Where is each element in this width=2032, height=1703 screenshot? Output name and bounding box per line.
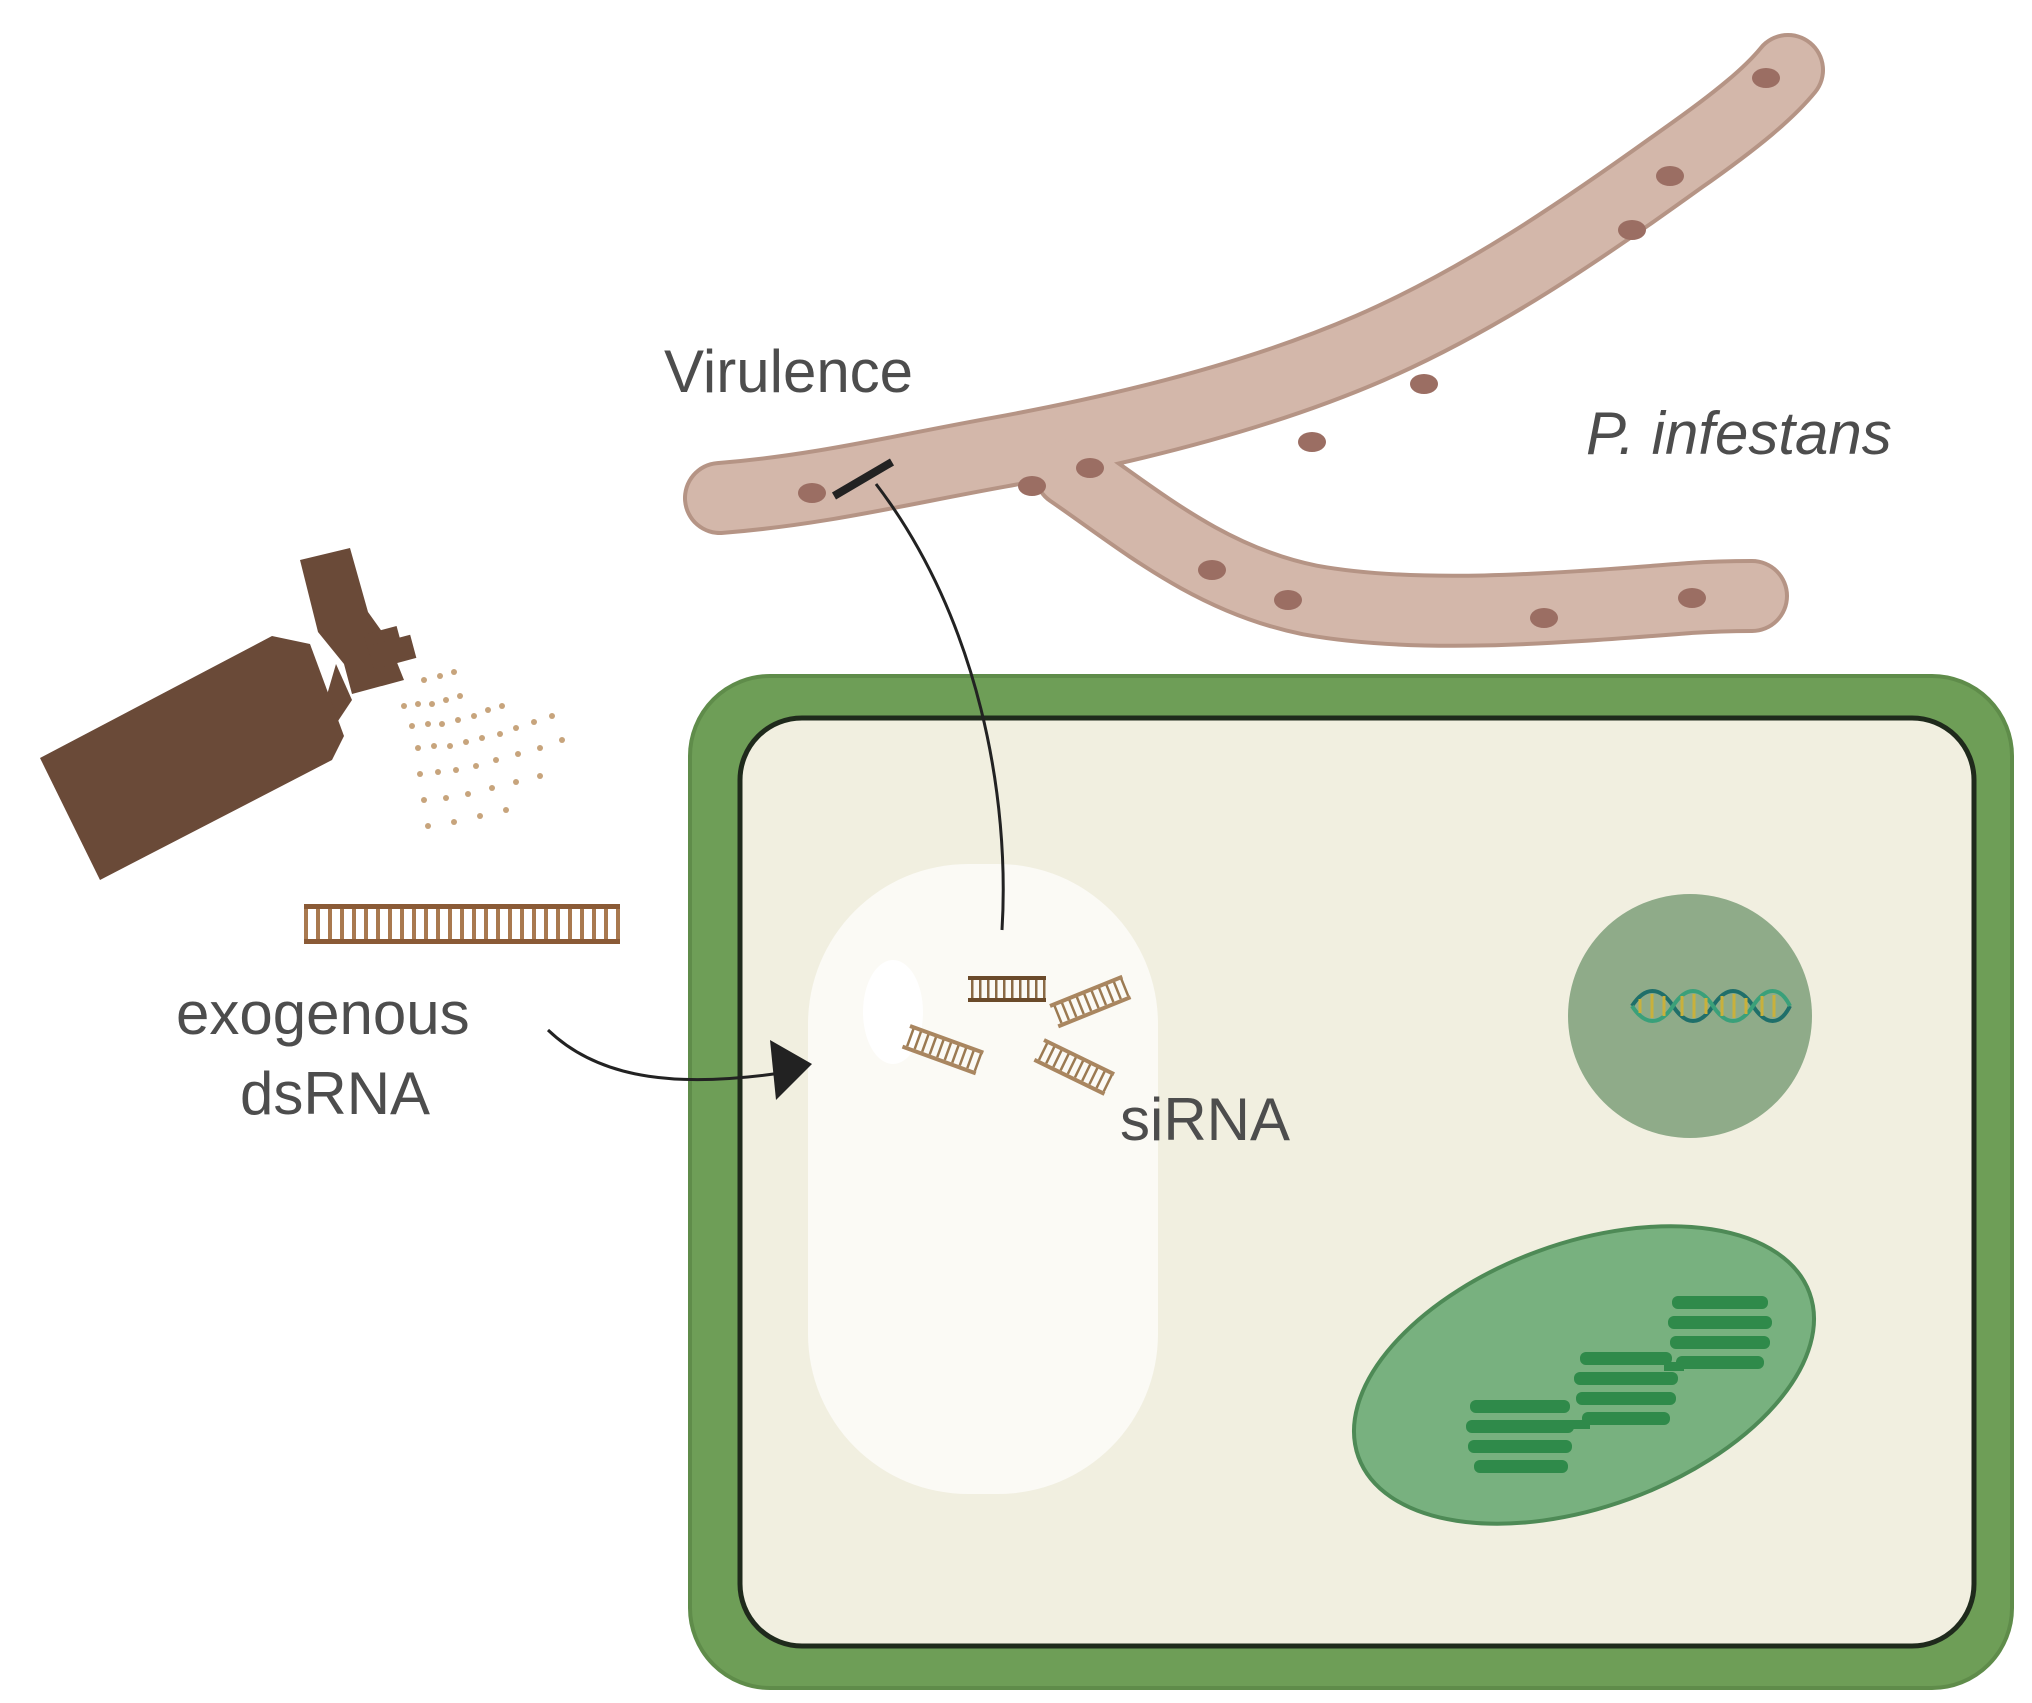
spray-bottle-icon <box>40 548 417 880</box>
inhibition-line <box>874 483 1005 931</box>
plant-cell <box>688 674 2014 1690</box>
inhibition-bar <box>831 458 895 500</box>
nucleus <box>1568 894 1812 1138</box>
p-infestans-hyphae <box>683 33 1825 648</box>
dna-helix-icon <box>1630 989 1792 1023</box>
dsrna-label-line2: dsRNA <box>240 1060 430 1127</box>
uptake-arrowhead-icon <box>770 1040 812 1100</box>
chloroplast <box>1351 1224 1817 1526</box>
hyphal-nuclei <box>798 68 1780 628</box>
spray-droplets <box>401 669 565 829</box>
sirna-label: siRNA <box>1120 1086 1290 1153</box>
thylakoid-stacks <box>1466 1296 1772 1473</box>
uptake-arrow <box>546 1028 801 1082</box>
sirna-fragments <box>901 974 1132 1096</box>
pathogen-label: P. infestans <box>1586 400 1892 467</box>
dsrna-molecule-icon <box>304 904 620 944</box>
virulence-label: Virulence <box>664 338 913 405</box>
dsrna-label-line1: exogenous <box>176 980 470 1047</box>
vacuole <box>808 864 1158 1494</box>
